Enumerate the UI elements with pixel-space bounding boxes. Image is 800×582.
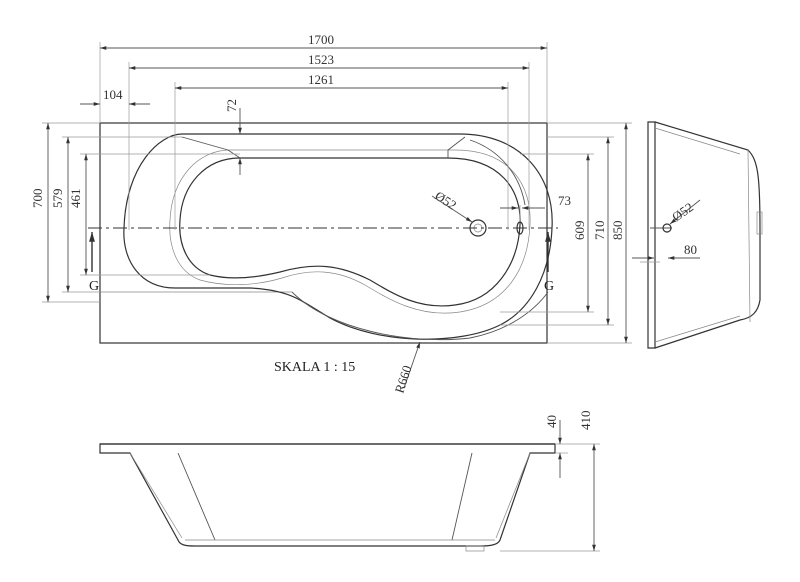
dim-40: 40 (544, 415, 559, 428)
dim-side-diameter: Ø52 (669, 199, 696, 224)
drain-dimensions: Ø52 73 (431, 188, 571, 223)
basin-outline (179, 157, 521, 307)
front-view: 40 410 (99, 411, 600, 552)
dim-710: 710 (592, 221, 607, 241)
rim-outline (99, 122, 548, 344)
top-dimensions: 1700 1523 1261 104 72 (80, 32, 548, 230)
dim-r660: R660 (392, 363, 415, 394)
dim-73: 73 (558, 193, 571, 208)
dim-104: 104 (103, 87, 123, 102)
dim-80: 80 (684, 242, 697, 257)
side-view: Ø52 80 (632, 121, 763, 349)
section-marker-right: G (544, 279, 554, 294)
dim-700: 700 (30, 189, 45, 209)
top-view: G G (88, 122, 558, 344)
dim-579: 579 (50, 189, 65, 209)
dim-461: 461 (68, 189, 83, 209)
scale-label: SKALA 1 : 15 (274, 360, 355, 375)
radius-dimension: R660 (392, 341, 421, 395)
dim-410: 410 (578, 411, 593, 431)
front-view-outline (99, 443, 556, 547)
side-view-outline (647, 121, 656, 349)
left-dimensions: 700 579 461 (30, 122, 240, 303)
dim-drain-diameter: Ø52 (432, 188, 459, 213)
dim-609: 609 (572, 221, 587, 241)
right-dimensions: 609 710 850 (500, 122, 632, 344)
dim-850: 850 (610, 221, 625, 241)
section-marker-left: G (89, 279, 99, 294)
dim-1523: 1523 (308, 52, 334, 67)
bath-outline (123, 133, 553, 340)
dim-72: 72 (224, 99, 239, 112)
dim-1261: 1261 (308, 72, 334, 87)
dim-1700: 1700 (308, 32, 334, 47)
